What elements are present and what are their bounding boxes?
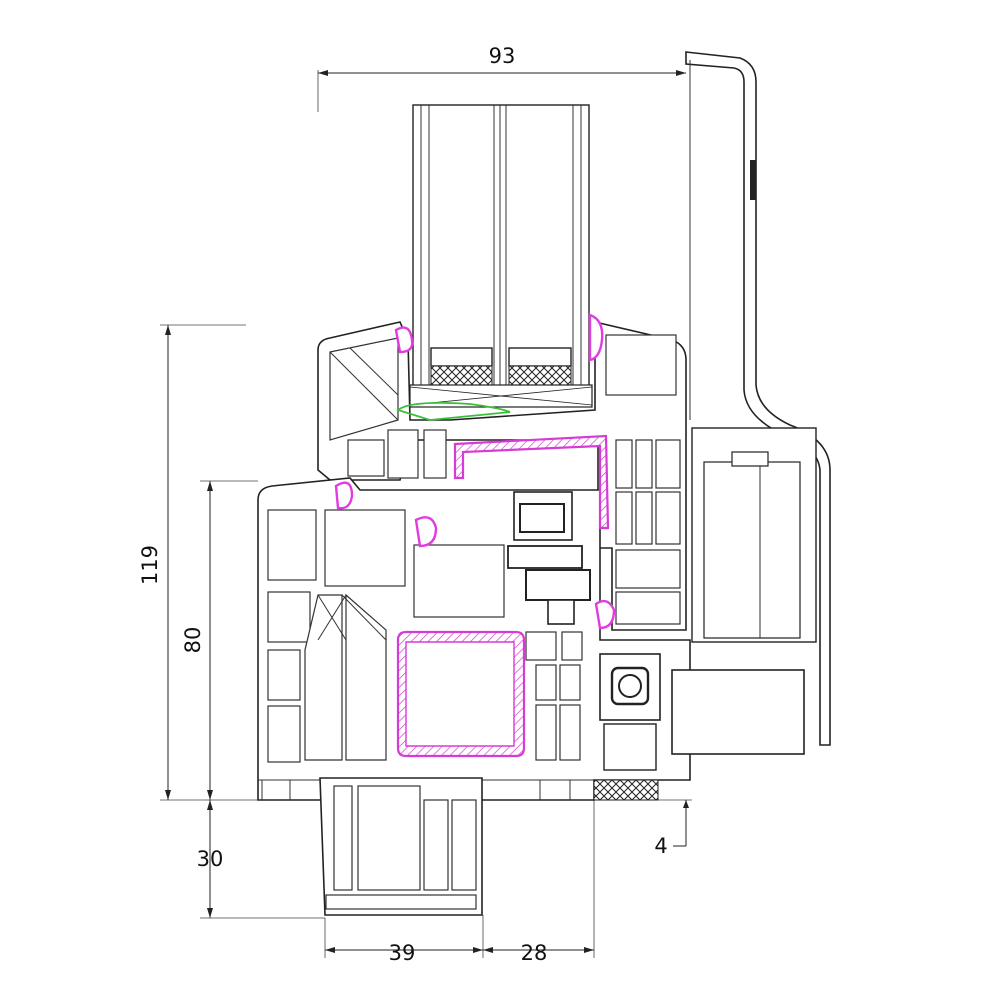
dim-offset: 4 <box>654 834 667 858</box>
sash-profile <box>317 320 687 631</box>
extension-profile <box>319 777 483 916</box>
dim-bottom-extension: 30 <box>197 847 224 871</box>
hardware-fittings <box>507 427 817 801</box>
dimension-lines <box>160 70 692 958</box>
dim-overall-width: 93 <box>489 44 516 68</box>
dim-width-right: 28 <box>521 941 548 965</box>
dim-total-height: 119 <box>138 545 162 585</box>
dimension-labels: 93 119 80 30 39 28 4 <box>138 44 668 965</box>
dim-frame-height: 80 <box>181 627 205 654</box>
dim-width-left: 39 <box>389 941 416 965</box>
insulated-glass-unit <box>409 104 593 408</box>
gaskets <box>334 313 616 630</box>
exterior-cover-profile <box>685 51 831 746</box>
steel-reinforcements <box>396 434 610 758</box>
